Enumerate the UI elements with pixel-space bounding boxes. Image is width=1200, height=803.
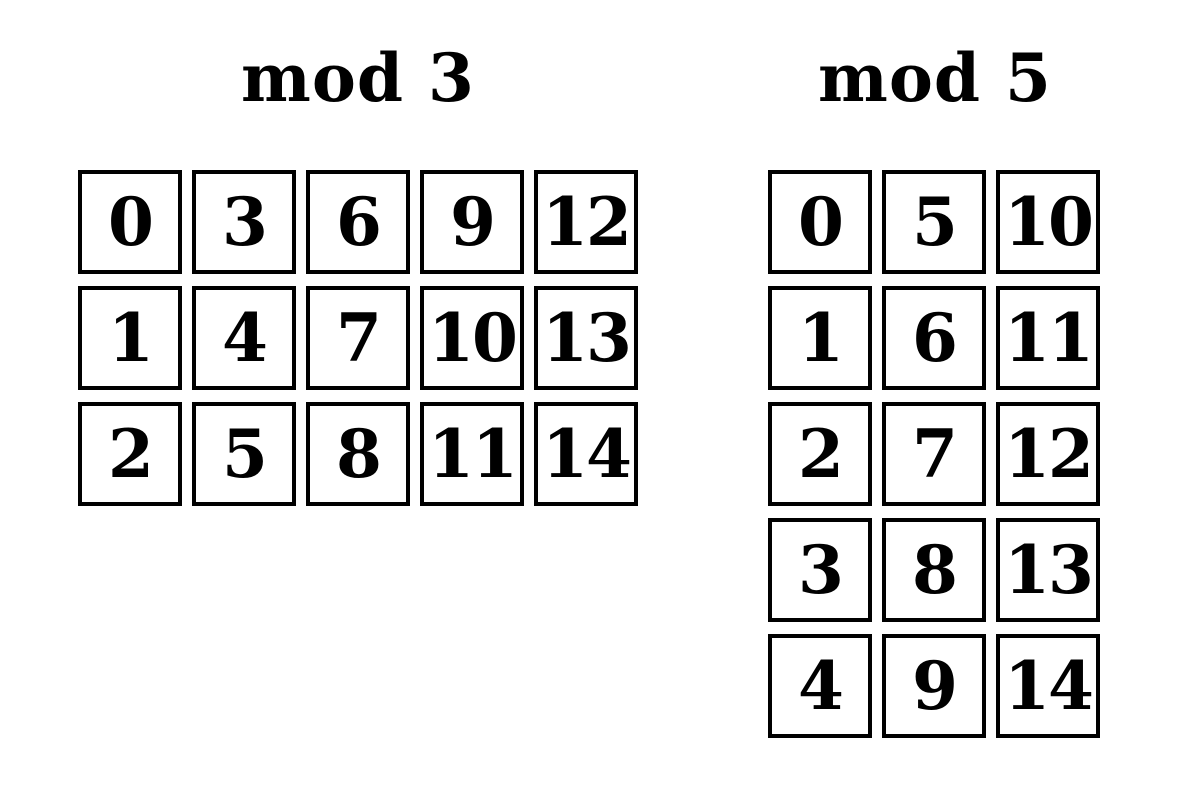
mod5-cell: 10 xyxy=(996,170,1100,274)
mod5-cell: 9 xyxy=(882,634,986,738)
mod3-cell: 9 xyxy=(420,170,524,274)
mod3-cell: 6 xyxy=(306,170,410,274)
mod5-cell: 7 xyxy=(882,402,986,506)
mod3-cell: 10 xyxy=(420,286,524,390)
mod5-cell: 3 xyxy=(768,518,872,622)
mod5-cell: 6 xyxy=(882,286,986,390)
mod3-cell: 0 xyxy=(78,170,182,274)
mod3-cell: 1 xyxy=(78,286,182,390)
mod3-cell: 2 xyxy=(78,402,182,506)
mod3-cell: 14 xyxy=(534,402,638,506)
mod5-cell: 14 xyxy=(996,634,1100,738)
mod5-cell: 8 xyxy=(882,518,986,622)
mod5-cell: 0 xyxy=(768,170,872,274)
mod5-cell: 13 xyxy=(996,518,1100,622)
mod3-title: mod 3 xyxy=(241,39,475,117)
mod3-cell: 7 xyxy=(306,286,410,390)
mod3-cell: 4 xyxy=(192,286,296,390)
mod5-cell: 12 xyxy=(996,402,1100,506)
mod3-cell: 3 xyxy=(192,170,296,274)
mod5-title: mod 5 xyxy=(818,39,1052,117)
mod3-cell: 13 xyxy=(534,286,638,390)
mod5-cell: 1 xyxy=(768,286,872,390)
mod5-cell: 4 xyxy=(768,634,872,738)
mod3-cell: 11 xyxy=(420,402,524,506)
mod5-cell: 2 xyxy=(768,402,872,506)
mod3-cell: 8 xyxy=(306,402,410,506)
mod3-cell: 5 xyxy=(192,402,296,506)
mod5-cell: 11 xyxy=(996,286,1100,390)
mod3-cell: 12 xyxy=(534,170,638,274)
mod5-cell: 5 xyxy=(882,170,986,274)
